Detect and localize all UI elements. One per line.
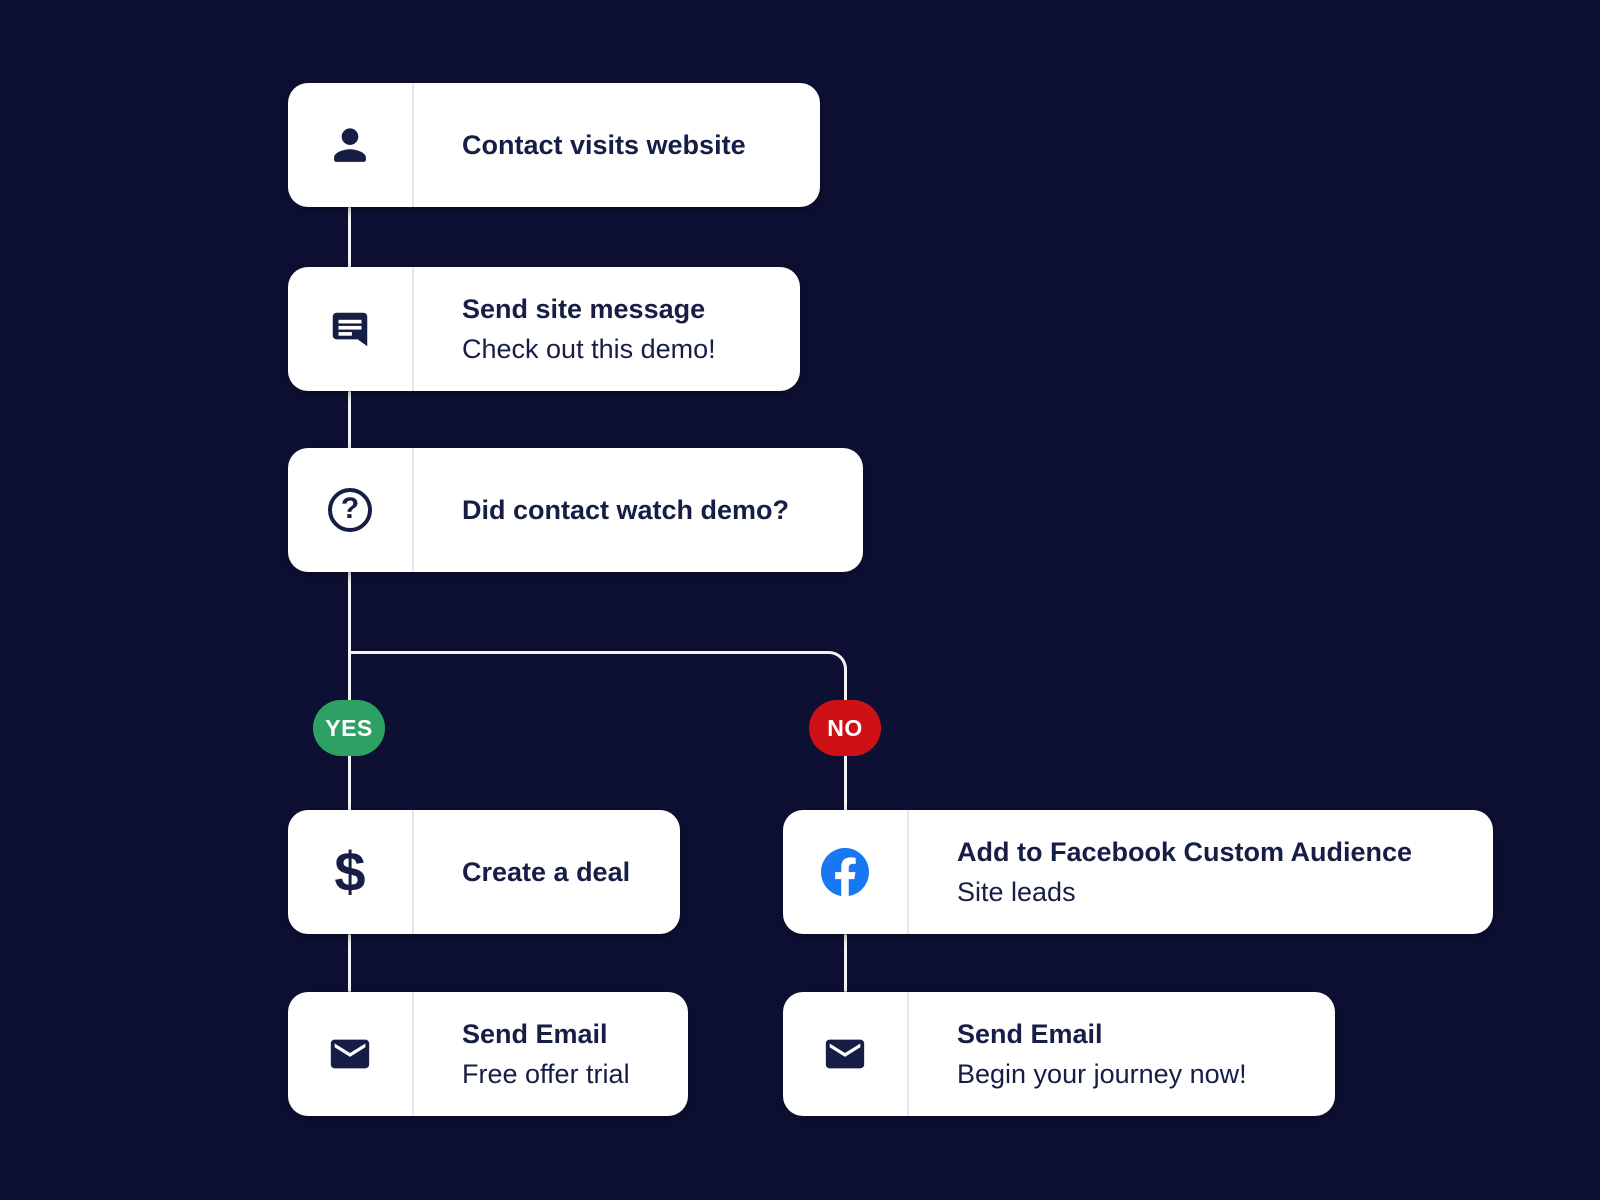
connector-line: [347, 391, 351, 450]
person-icon: [327, 122, 373, 168]
node-did-contact-watch-demo[interactable]: ? Did contact watch demo?: [288, 448, 863, 572]
node-contact-visits-website[interactable]: Contact visits website: [288, 83, 820, 207]
node-send-site-message[interactable]: Send site message Check out this demo!: [288, 267, 800, 391]
no-branch-label: NO: [827, 714, 863, 741]
node-icon-column: $: [288, 810, 414, 934]
node-add-to-facebook-custom-audience[interactable]: Add to Facebook Custom Audience Site lea…: [783, 810, 1493, 934]
node-title: Send site message: [462, 294, 706, 324]
node-send-email-free-offer-trial[interactable]: Send Email Free offer trial: [288, 992, 688, 1116]
node-icon-column: ?: [288, 448, 414, 572]
node-create-a-deal[interactable]: $ Create a deal: [288, 810, 680, 934]
connector-line: [843, 934, 847, 992]
node-title: Add to Facebook Custom Audience: [957, 837, 1413, 867]
facebook-icon: [821, 848, 869, 896]
node-icon-column: [288, 83, 414, 207]
node-icon-column: [783, 810, 909, 934]
node-title: Send Email: [462, 1019, 608, 1049]
node-text: Contact visits website: [414, 83, 820, 207]
yes-branch-badge: YES: [313, 700, 385, 756]
connector-line-yes-branch: [347, 570, 351, 812]
question-icon: ?: [328, 488, 372, 532]
connector-line: [347, 934, 351, 992]
node-text: Send site message Check out this demo!: [414, 267, 800, 391]
node-subtitle: Check out this demo!: [462, 334, 716, 364]
node-title: Create a deal: [462, 857, 631, 887]
node-text: Did contact watch demo?: [414, 448, 863, 572]
connector-elbow-no-branch: [349, 651, 847, 711]
node-subtitle: Site leads: [957, 877, 1076, 907]
node-title: Send Email: [957, 1019, 1103, 1049]
connector-line-no-branch: [843, 705, 847, 812]
node-icon-column: [288, 992, 414, 1116]
dollar-icon: $: [334, 840, 366, 903]
no-branch-badge: NO: [809, 700, 881, 756]
node-text: Send Email Free offer trial: [414, 992, 688, 1116]
node-title: Did contact watch demo?: [462, 495, 790, 525]
node-text: Add to Facebook Custom Audience Site lea…: [909, 810, 1493, 934]
node-subtitle: Begin your journey now!: [957, 1059, 1247, 1089]
node-text: Send Email Begin your journey now!: [909, 992, 1335, 1116]
email-icon: [327, 1031, 373, 1077]
email-icon: [822, 1031, 868, 1077]
node-text: Create a deal: [414, 810, 680, 934]
node-title: Contact visits website: [462, 130, 746, 160]
yes-branch-label: YES: [325, 714, 373, 741]
node-icon-column: [288, 267, 414, 391]
node-icon-column: [783, 992, 909, 1116]
site-message-icon: [327, 306, 373, 352]
node-subtitle: Free offer trial: [462, 1059, 630, 1089]
connector-line: [347, 207, 351, 269]
node-send-email-begin-your-journey[interactable]: Send Email Begin your journey now!: [783, 992, 1335, 1116]
